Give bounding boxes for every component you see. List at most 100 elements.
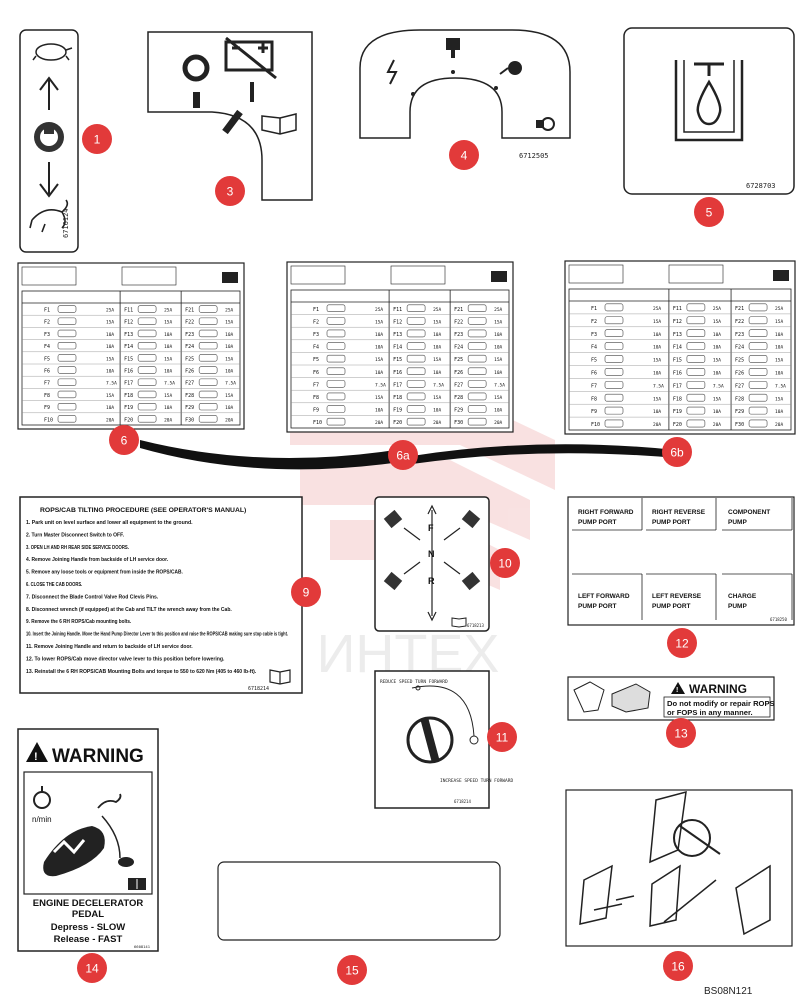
fuse-amp: 10A bbox=[433, 332, 441, 338]
fuse-label: F30 bbox=[454, 420, 463, 426]
fuse-amp: 10A bbox=[653, 345, 661, 351]
fuse-label: F8 bbox=[313, 395, 319, 401]
fuse-label: F1 bbox=[313, 307, 319, 313]
fuse-symbol-icon bbox=[326, 342, 346, 350]
callout-13: 13 bbox=[666, 718, 696, 748]
fuse-label: F13 bbox=[673, 332, 682, 338]
decal-1: 6716124 bbox=[19, 29, 79, 253]
fuse-chart-outline bbox=[564, 260, 796, 435]
fuse-label: F1 bbox=[44, 308, 50, 314]
book-icon bbox=[261, 113, 297, 135]
fuse-symbol-icon bbox=[748, 380, 768, 389]
engine-rpm-icon bbox=[33, 786, 51, 809]
decal-9-step: 5. Remove any loose tools or equipment f… bbox=[26, 570, 183, 576]
callout-12: 12 bbox=[667, 628, 697, 658]
fuse-label: F14 bbox=[673, 345, 682, 351]
fuse-amp: 25A bbox=[225, 308, 233, 314]
crawler-direction-icons bbox=[383, 509, 481, 591]
turtle-icon bbox=[32, 43, 73, 61]
fuse-symbol-icon bbox=[326, 367, 346, 376]
fuse-amp: 10A bbox=[225, 332, 233, 338]
figure-code: BS08N121 bbox=[704, 986, 753, 997]
fuse-amp: 15A bbox=[433, 395, 441, 401]
decal-15-outline bbox=[217, 861, 501, 941]
fuse-amp: 15A bbox=[775, 319, 783, 325]
fuse-amp: 7.5A bbox=[375, 382, 386, 388]
fuse-symbol-icon bbox=[406, 329, 426, 338]
decal-9-steps: 1. Park unit on level surface and lower … bbox=[26, 520, 288, 675]
fuse-label: F24 bbox=[185, 344, 194, 350]
fuse-label: F29 bbox=[735, 409, 744, 415]
svg-text:10: 10 bbox=[498, 557, 512, 571]
decal-9-step: 6. CLOSE THE CAB DOORS. bbox=[26, 582, 83, 588]
fuse-amp: 10A bbox=[164, 344, 172, 350]
fuse-amp: 10A bbox=[653, 371, 661, 377]
fuse-amp: 10A bbox=[225, 405, 233, 411]
svg-text:11: 11 bbox=[496, 731, 509, 745]
fuse-symbol-icon bbox=[604, 419, 624, 428]
fuse-amp: 15A bbox=[713, 319, 721, 325]
fuse-amp: 20A bbox=[225, 417, 233, 423]
fuse-symbol-icon bbox=[57, 329, 77, 338]
fuse-symbol-icon bbox=[604, 355, 624, 363]
off-symbol-icon bbox=[182, 54, 210, 82]
fuse-amp: 7.5A bbox=[106, 381, 117, 387]
fuse-label: F11 bbox=[124, 308, 133, 314]
fuse-label: F16 bbox=[673, 371, 682, 377]
dot-off bbox=[411, 92, 415, 96]
fuse-amp: 15A bbox=[225, 393, 233, 399]
fuse-amp: 7.5A bbox=[164, 381, 175, 387]
fuse-label: F28 bbox=[735, 396, 744, 402]
warning-triangle-icon: ! bbox=[26, 742, 48, 763]
fuse-legend-left bbox=[568, 264, 624, 284]
fuse-legend-mid bbox=[668, 264, 724, 284]
fuse-label: F17 bbox=[673, 383, 682, 389]
fuse-symbol-icon bbox=[57, 341, 77, 350]
fuse-label: F3 bbox=[44, 332, 50, 338]
fuse-label: F1 bbox=[591, 306, 597, 312]
fuse-label: F10 bbox=[591, 422, 600, 428]
fuse-symbol-icon bbox=[686, 393, 706, 402]
fuse-label: F4 bbox=[591, 345, 597, 351]
dot-run bbox=[451, 70, 455, 74]
callout-10: 10 bbox=[490, 548, 520, 578]
rabbit-icon bbox=[29, 199, 69, 233]
fuse-amp: 20A bbox=[653, 422, 661, 428]
fuse-symbol-icon bbox=[406, 342, 426, 350]
fuse-label: F26 bbox=[735, 371, 744, 377]
fuse-amp: 10A bbox=[494, 408, 502, 414]
fuse-label: F20 bbox=[124, 417, 133, 423]
fuse-symbol-icon bbox=[326, 405, 346, 413]
fuse-amp: 20A bbox=[775, 422, 783, 428]
decal-14-line2: Release - FAST bbox=[54, 934, 123, 945]
fuse-label: F10 bbox=[313, 420, 322, 426]
speed-knob-icon bbox=[406, 716, 454, 764]
fuse-label: F21 bbox=[454, 307, 463, 313]
fuse-label: F2 bbox=[313, 319, 319, 325]
fuse-label: F19 bbox=[124, 405, 133, 411]
fuse-amp: 25A bbox=[653, 306, 661, 312]
decal-11-bottom-label: INCREASE SPEED TURN FORWARD bbox=[440, 778, 513, 784]
decal-10-partno: 6718213 bbox=[467, 623, 484, 628]
fuse-label: F16 bbox=[393, 370, 402, 376]
decal-11: REDUCE SPEED TURN FORWARD INCREASE SPEED… bbox=[374, 670, 513, 809]
fuse-label: F20 bbox=[673, 422, 682, 428]
decal-9-partno: 6718214 bbox=[248, 686, 269, 692]
book-icon bbox=[451, 617, 467, 628]
fuse-amp: 10A bbox=[494, 370, 502, 376]
decal-4: 6712505 bbox=[359, 29, 571, 160]
fuse-amp: 25A bbox=[494, 307, 502, 313]
fuse-symbol-icon bbox=[467, 342, 487, 350]
fuse-symbol-icon bbox=[326, 417, 346, 426]
callout-3: 3 bbox=[215, 176, 245, 206]
fuse-amp: 15A bbox=[653, 319, 661, 325]
fuse-amp: 15A bbox=[494, 319, 502, 325]
decal-9-step: 13. Reinstall the 6 RH ROPS/CAB Mounting… bbox=[26, 669, 257, 675]
fuse-label: F5 bbox=[591, 358, 597, 364]
fuse-amp: 10A bbox=[106, 344, 114, 350]
fuse-legend-mid bbox=[390, 265, 446, 285]
